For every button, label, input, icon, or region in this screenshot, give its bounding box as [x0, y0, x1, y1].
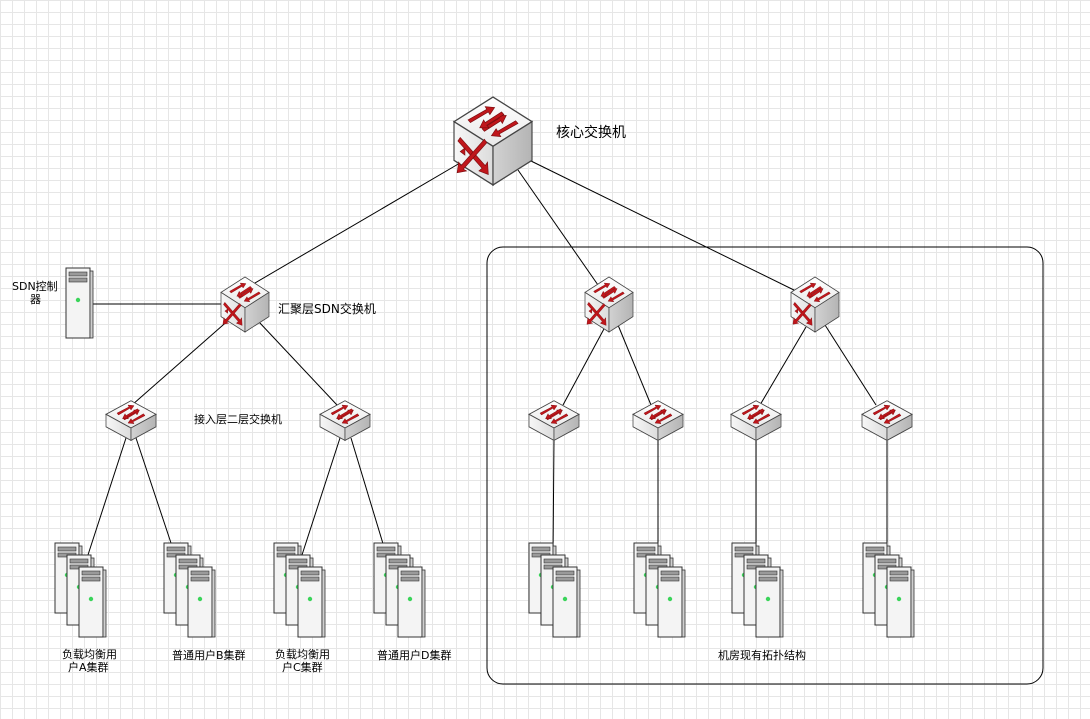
core-switch-label: 核心交换机 [556, 124, 626, 141]
existing-topology-label: 机房现有拓扑结构 [718, 648, 806, 662]
server-cluster-icon-a [55, 543, 106, 637]
existing-server-cluster-icon-3 [732, 543, 783, 637]
sdn-controller-server-icon [65, 267, 94, 339]
existing-access-switch-icon-2 [632, 400, 684, 441]
server-cluster-icon-b [164, 543, 215, 637]
core-switch-icon [453, 96, 533, 186]
cluster-a-label-line1: 负载均衡用 [62, 647, 117, 661]
existing-aggregation-switch-icon-right [790, 276, 840, 333]
aggregation-sdn-switch-icon [220, 276, 270, 333]
cluster-c-label-line2: 户C集群 [282, 660, 323, 674]
existing-server-cluster-icon-4 [863, 543, 914, 637]
existing-server-cluster-icon-1 [529, 543, 580, 637]
access-switch-icon-c [319, 400, 371, 441]
cluster-a-label-line2: 户A集群 [68, 660, 109, 674]
access-switch-label: 接入层二层交换机 [194, 412, 282, 426]
sdn-controller-label-line1: SDN控制 [12, 279, 58, 293]
cluster-b-label: 普通用户B集群 [172, 648, 246, 662]
existing-aggregation-switch-icon-left [584, 276, 634, 333]
server-cluster-icon-c [274, 543, 325, 637]
connection-lines [85, 160, 888, 562]
access-switch-icon-a [105, 400, 157, 441]
existing-access-switch-icon-1 [528, 400, 580, 441]
aggregation-switch-label: 汇聚层SDN交换机 [278, 301, 376, 316]
server-cluster-icon-d [374, 543, 425, 637]
existing-server-cluster-icon-2 [634, 543, 685, 637]
cluster-c-label-line1: 负载均衡用 [275, 647, 330, 661]
existing-access-switch-icon-4 [861, 400, 913, 441]
existing-topology-frame [486, 246, 1044, 685]
cluster-d-label: 普通用户D集群 [377, 648, 451, 662]
existing-access-switch-icon-3 [730, 400, 782, 441]
sdn-controller-label-line2: 器 [30, 293, 41, 306]
